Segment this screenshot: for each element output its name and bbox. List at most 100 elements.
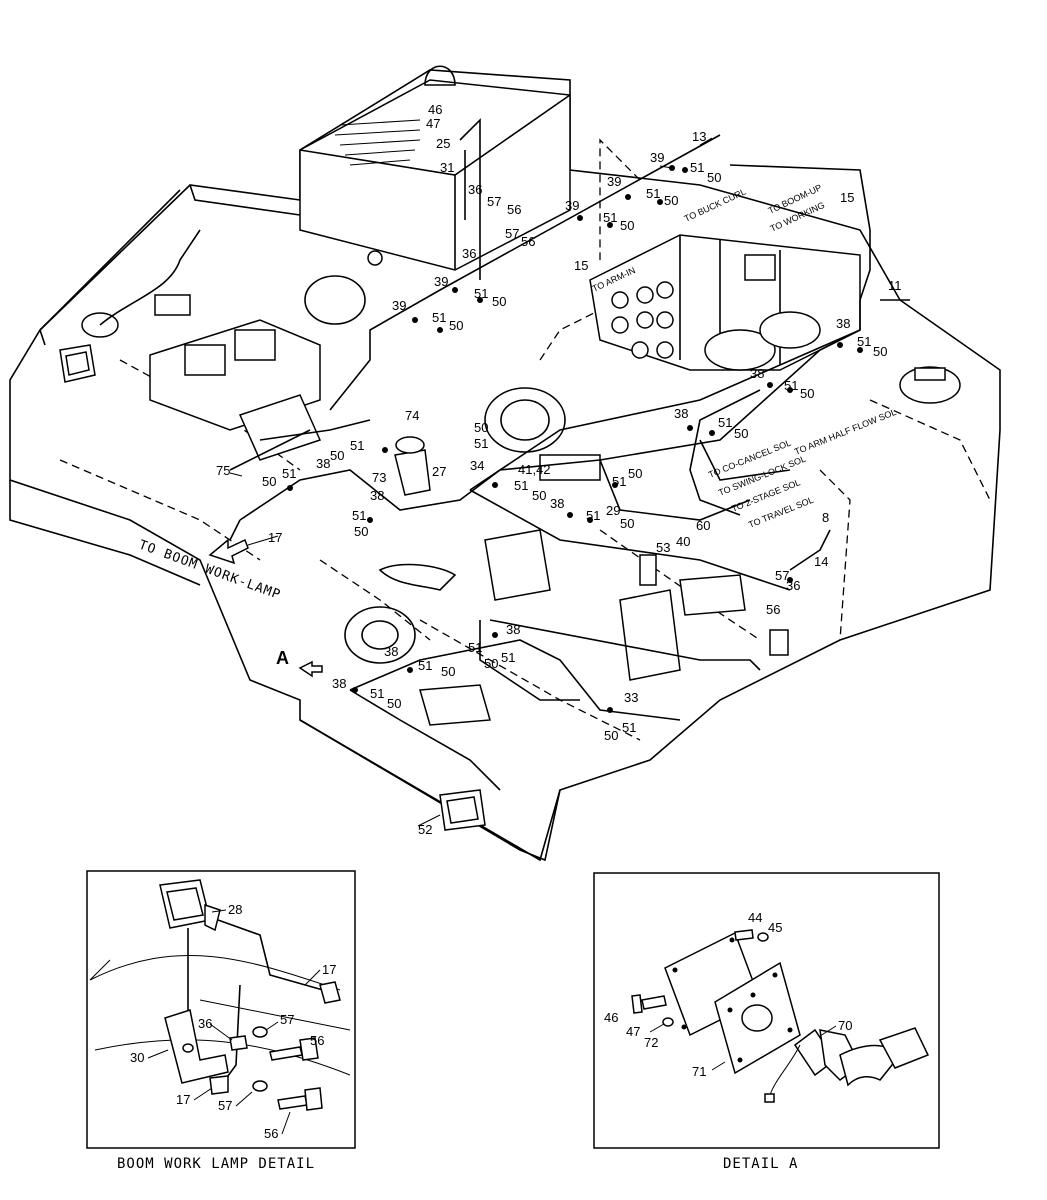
part-51: 51	[352, 508, 366, 523]
part-60: 29	[606, 503, 620, 518]
part-51: 51	[646, 186, 660, 201]
da-part-44: 44	[748, 910, 762, 925]
part-50: 50	[628, 466, 642, 481]
part-33: 33	[624, 690, 638, 705]
part-38: 38	[332, 676, 346, 691]
part-51: 51	[603, 210, 617, 225]
part-50: 50	[449, 318, 463, 333]
wire-harness	[229, 118, 910, 791]
part-51: 51	[690, 160, 704, 175]
part-8: 8	[822, 510, 829, 525]
part-51: 51	[612, 474, 626, 489]
part-50: 50	[620, 516, 634, 531]
part-73: 73	[372, 470, 386, 485]
part-38: 38	[384, 644, 398, 659]
da-caption: DETAIL A	[723, 1156, 798, 1172]
part-56: 56	[521, 234, 535, 249]
part-51: 51	[586, 508, 600, 523]
boom-work-lamp-detail: 28 17 36 57 56 30 17 57 56 BOOM WORK LAM…	[86, 870, 356, 1172]
part-50: 50	[387, 696, 401, 711]
part-75: 75	[216, 463, 230, 478]
da-part-70: 70	[838, 1018, 852, 1033]
part-47: 47	[426, 116, 440, 131]
control-valve	[589, 234, 861, 371]
bwl-part-17b: 17	[176, 1092, 190, 1107]
part-39: 39	[392, 298, 406, 313]
part-39: 39	[434, 274, 448, 289]
bwl-caption: BOOM WORK LAMP DETAIL	[117, 1156, 315, 1172]
part-50: 50	[441, 664, 455, 679]
part-50: 50	[474, 420, 488, 435]
front-work-lamp	[439, 789, 486, 831]
part-51: 51	[474, 286, 488, 301]
part-13: 13	[692, 129, 706, 144]
part-57: 57	[505, 226, 519, 241]
detail-a: 44 45 46 47 72 70 71 DETAIL A	[593, 872, 940, 1172]
note-arm-half-flow: TO ARM HALF FLOW SOL	[793, 407, 898, 457]
part-50: 50	[532, 488, 546, 503]
part-50: 50	[330, 448, 344, 463]
center-components	[378, 436, 789, 726]
part-57: 57	[487, 194, 501, 209]
part-15: 15	[574, 258, 588, 273]
part-50: 50	[604, 728, 618, 743]
da-part-47: 47	[626, 1024, 640, 1039]
battery-box	[81, 229, 322, 461]
part-51: 51	[718, 415, 732, 430]
part-52: 53	[656, 540, 670, 555]
part-38: 38	[506, 622, 520, 637]
part-41-42: 41,42	[518, 462, 551, 477]
note-boom-work-lamp: TO BOOM WORK-LAMP	[137, 538, 283, 603]
part-57: 57	[775, 568, 789, 583]
part-53: 40	[676, 534, 690, 549]
part-36: 36	[462, 246, 476, 261]
part-50: 50	[734, 426, 748, 441]
part-39: 39	[650, 150, 664, 165]
part-51: 51	[474, 436, 488, 451]
part-50: 50	[484, 656, 498, 671]
part-38: 38	[316, 456, 330, 471]
bwl-part-56b: 56	[264, 1126, 278, 1141]
part-38: 38	[674, 406, 688, 421]
part-46: 46	[428, 102, 442, 117]
part-38: 38	[750, 366, 764, 381]
part-51: 51	[282, 466, 296, 481]
part-39: 39	[565, 198, 579, 213]
da-part-45: 45	[768, 920, 782, 935]
part-51: 51	[370, 686, 384, 701]
bwl-part-57b: 57	[218, 1098, 232, 1113]
part-74: 74	[405, 408, 419, 423]
bwl-part-17: 17	[322, 962, 336, 977]
bwl-part-57: 57	[280, 1012, 294, 1027]
da-part-72: 72	[644, 1035, 658, 1050]
main-part-numbers: 13 39 51 50 15 39 51 50 39 51 50 15 36 5…	[216, 102, 902, 837]
bwl-part-36: 36	[198, 1016, 212, 1031]
part-11: 11	[888, 278, 902, 293]
filler-cap	[899, 366, 961, 404]
part-25: 25	[436, 136, 450, 151]
part-50: 50	[262, 474, 276, 489]
boom-lamp-arrow	[208, 538, 323, 678]
part-51: 51	[784, 378, 798, 393]
left-work-lamp	[59, 344, 96, 383]
part-17: 17	[268, 530, 282, 545]
part-51: 51	[857, 334, 871, 349]
part-38: 38	[836, 316, 850, 331]
part-50: 50	[873, 344, 887, 359]
part-51: 51	[501, 650, 515, 665]
part-51: 51	[622, 720, 636, 735]
da-part-46: 46	[604, 1010, 618, 1025]
note-buck-curl: TO BUCK CURL	[683, 186, 748, 223]
part-29: 52	[418, 822, 432, 837]
part-40: 60	[696, 518, 710, 533]
part-31: 31	[440, 160, 454, 175]
part-51: 51	[418, 658, 432, 673]
part-36: 36	[786, 578, 800, 593]
clamp-bolts	[287, 165, 863, 713]
part-39: 39	[607, 174, 621, 189]
da-part-71: 71	[692, 1064, 706, 1079]
part-51: 51	[514, 478, 528, 493]
part-50: 50	[492, 294, 506, 309]
